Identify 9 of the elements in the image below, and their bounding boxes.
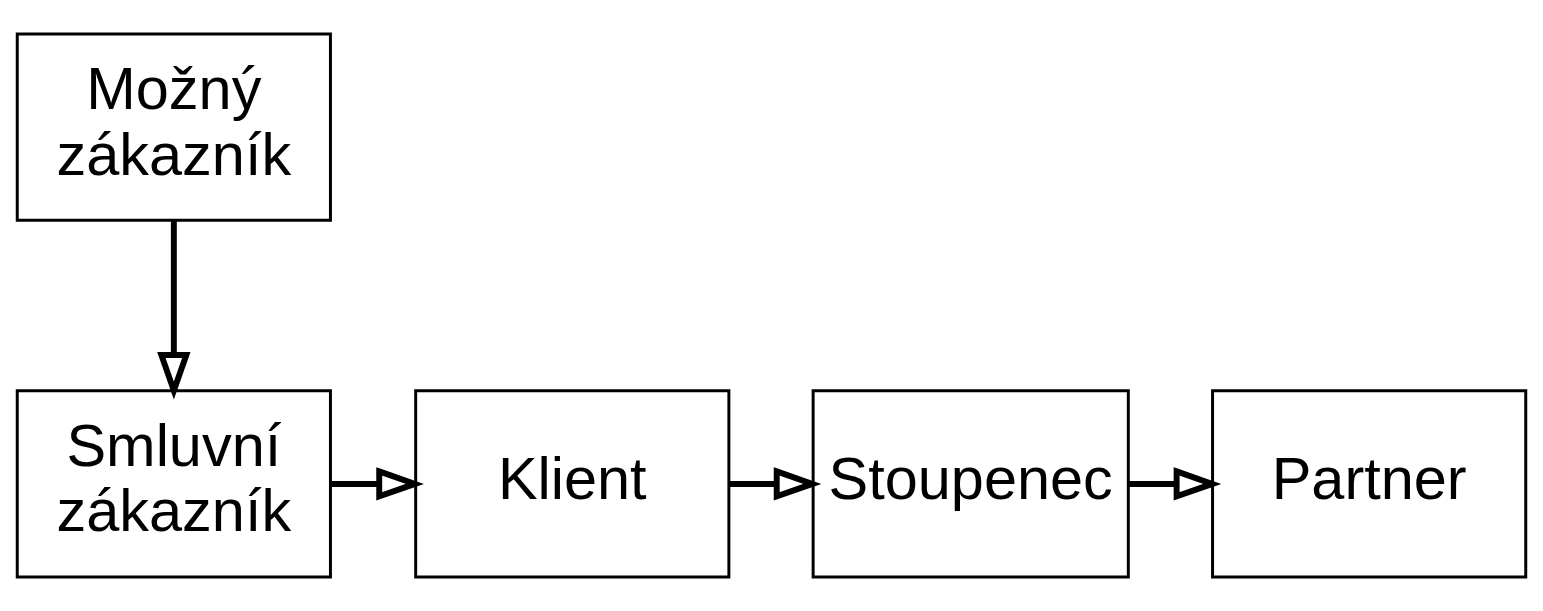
arrow (1128, 467, 1222, 501)
node-box: Možný zákazník (15, 32, 332, 222)
node-box: Klient (414, 389, 731, 579)
arrow (729, 467, 822, 501)
node-box: Smluvní zákazník (15, 389, 332, 579)
node-box: Stoupenec (811, 389, 1130, 579)
arrow (157, 220, 191, 400)
arrow (331, 467, 424, 501)
node-box: Partner (1211, 389, 1528, 579)
